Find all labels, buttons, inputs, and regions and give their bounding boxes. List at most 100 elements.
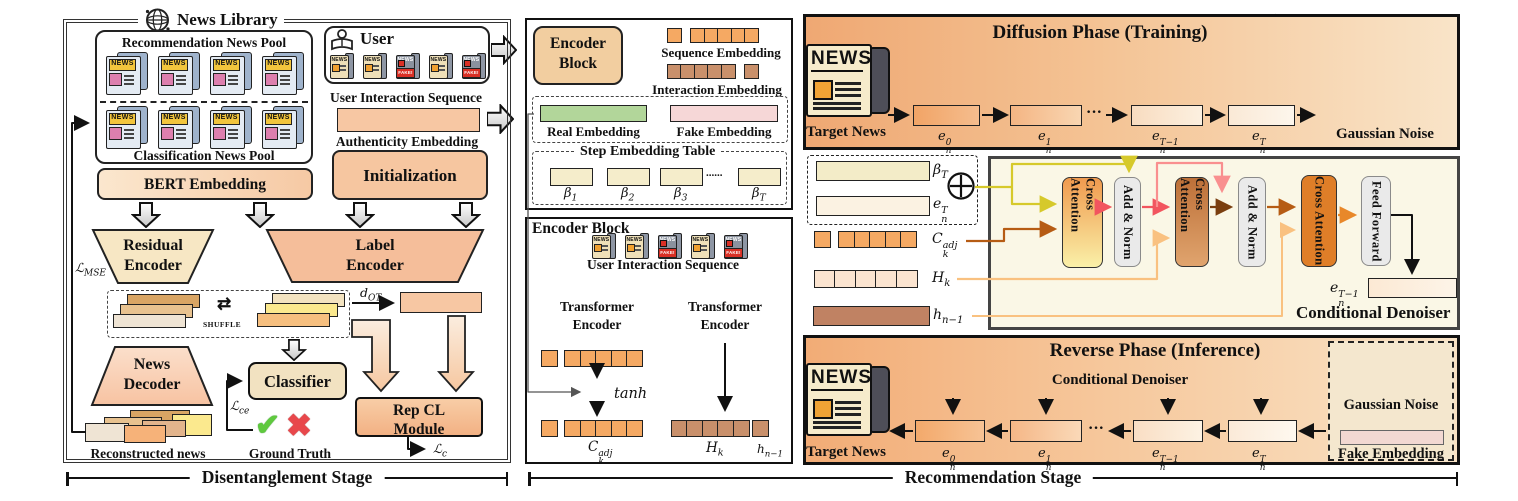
reverse-title: Reverse Phase (Inference) — [1049, 340, 1261, 361]
eT-box-top — [1228, 105, 1295, 126]
label-encoder-shape — [265, 229, 485, 283]
cross-attention-1: Cross Attention — [1062, 177, 1103, 268]
latent-bar — [257, 313, 330, 327]
hn1-input-label: hn−1 — [933, 307, 964, 326]
hk-label: Hk — [706, 440, 724, 459]
hn1-label: hn−1 — [757, 442, 784, 460]
add-norm-1: Add & Norm — [1114, 177, 1141, 267]
reverse-cd-label: Conditional Denoiser — [1051, 372, 1189, 388]
gaussian-noise-label-bottom: Gaussian Noise — [1343, 397, 1439, 413]
newspaper-icon: NEWS — [262, 106, 306, 150]
user-title: User — [360, 29, 394, 48]
ck-squares — [540, 420, 643, 437]
shuffle-box — [107, 290, 350, 338]
uis-label-2: User Interaction Sequence — [587, 257, 739, 272]
dot-to-repcl-arrow — [436, 315, 476, 393]
real-embedding-bar — [540, 105, 647, 122]
sequence-embedding-squares — [666, 28, 759, 43]
interaction-embedding-squares — [666, 64, 759, 79]
beta3-label: β3 — [674, 186, 688, 204]
ground-truth-label: Ground Truth — [248, 446, 332, 461]
fake-embedding-input-bar — [1340, 430, 1444, 445]
interaction-embedding-label: Interaction Embedding — [652, 82, 782, 97]
recommendation-stage-label: Recommendation Stage — [892, 467, 1094, 488]
eT1-box-top — [1131, 105, 1203, 126]
cross-attention-2: Cross Attention — [1175, 177, 1209, 267]
real-embedding-label: Real Embedding — [547, 124, 640, 139]
recon-bar — [124, 425, 166, 443]
betaT-bar — [816, 161, 930, 181]
cross-attention-3: Cross Attention — [1301, 175, 1337, 267]
residual-encoder-shape — [91, 229, 215, 284]
newspaper-icon: NEWS — [158, 52, 202, 96]
diffusion-title: Diffusion Phase (Training) — [992, 22, 1208, 43]
chain-dots-top: ··· — [1086, 104, 1103, 121]
loss-ce-label: ℒce — [230, 398, 250, 417]
step-dots: ...... — [706, 167, 723, 179]
conditional-denoiser-title: Conditional Denoiser — [1296, 303, 1451, 322]
target-news-label-bottom: Target News — [806, 444, 886, 460]
hk-input-label: Hk — [932, 270, 951, 289]
plus-circle-icon — [947, 172, 975, 200]
beta2-label: β2 — [621, 186, 635, 204]
fake-embedding-label: Fake Embedding — [676, 124, 772, 139]
globe-icon — [145, 8, 170, 32]
cross-icon: ✖ — [286, 408, 312, 443]
news-decoder-shape — [90, 346, 214, 406]
newspaper-icon: NEWS — [210, 52, 254, 96]
mini-news-real-icon: NEWS — [363, 53, 387, 79]
cls-pool-label: Classification News Pool — [133, 148, 275, 163]
shuffle-label: SHUFFLE — [203, 320, 242, 329]
bert-embedding-box: BERT Embedding — [97, 168, 313, 200]
denoiser-input-box — [807, 155, 978, 225]
reader-icon — [331, 29, 353, 51]
gaussian-noise-label-top: Gaussian Noise — [1336, 126, 1434, 142]
enT-bar — [816, 196, 930, 216]
ck-input-squares — [813, 231, 917, 248]
recon-bar — [85, 423, 129, 442]
pool-divider — [100, 101, 308, 103]
hn1-input-bar — [813, 306, 930, 326]
betaT-label: βT — [752, 186, 766, 204]
authenticity-bar — [337, 108, 480, 132]
step-cell — [738, 168, 781, 186]
enT1-out-bar — [1368, 278, 1457, 298]
e0-box-top — [913, 105, 980, 126]
authenticity-label: Authenticity Embedding — [335, 134, 479, 149]
tanh-label: tanh — [614, 386, 648, 402]
news-library-title: News Library — [177, 9, 278, 29]
hk-input-squares — [813, 270, 918, 288]
sequence-embedding-label: Sequence Embedding — [661, 45, 781, 60]
newspaper-icon: NEWS — [262, 52, 306, 96]
dot-bar — [400, 292, 482, 313]
mini-news-real-icon: NEWS — [429, 53, 453, 79]
feed-forward: Feed Forward — [1361, 176, 1391, 266]
step-cell — [607, 168, 650, 186]
diffusion-panel — [803, 14, 1460, 150]
latent-bar — [113, 314, 186, 328]
rec-pool-label: Recommendation News Pool — [121, 35, 287, 50]
add-norm-2: Add & Norm — [1238, 177, 1266, 267]
